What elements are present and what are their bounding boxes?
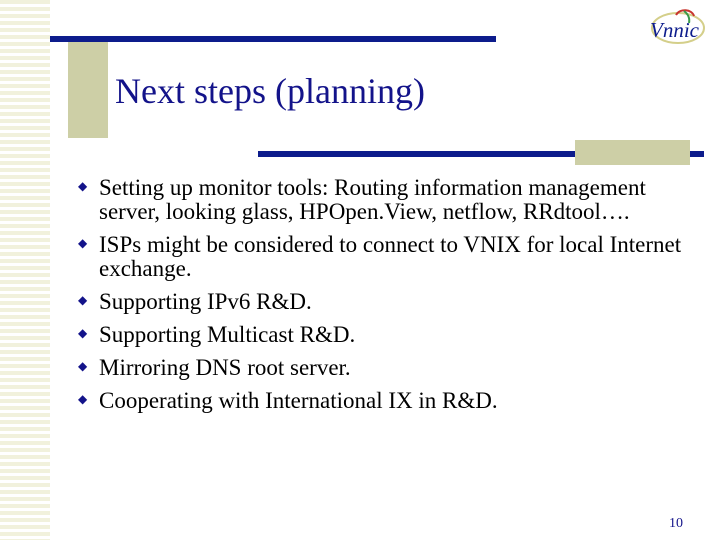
bullet-list: ◆ Setting up monitor tools: Routing info…	[78, 176, 703, 422]
bullet-item: ◆ ISPs might be considered to connect to…	[78, 233, 703, 281]
title-top-rule	[50, 36, 496, 42]
diamond-bullet-icon: ◆	[78, 236, 88, 250]
page-number: 10	[669, 516, 683, 531]
bullet-text: Mirroring DNS root server.	[99, 355, 351, 380]
bullet-item: ◆ Supporting IPv6 R&D.	[78, 290, 703, 314]
svg-text:Vnnic: Vnnic	[650, 18, 700, 42]
diamond-bullet-icon: ◆	[78, 293, 88, 307]
left-stripe-band	[0, 0, 50, 540]
slide-title: Next steps (planning)	[115, 71, 425, 111]
bullet-text: Supporting Multicast R&D.	[99, 322, 356, 347]
rule-accent-block	[575, 140, 690, 165]
bullet-item: ◆ Setting up monitor tools: Routing info…	[78, 176, 703, 224]
bullet-item: ◆ Cooperating with International IX in R…	[78, 389, 703, 413]
diamond-bullet-icon: ◆	[78, 359, 88, 373]
bullet-text: ISPs might be considered to connect to V…	[99, 232, 682, 281]
title-bottom-rule	[258, 151, 704, 157]
bullet-item: ◆ Mirroring DNS root server.	[78, 356, 703, 380]
bullet-text: Setting up monitor tools: Routing inform…	[99, 175, 646, 224]
diamond-bullet-icon: ◆	[78, 179, 88, 193]
title-accent-block	[68, 40, 108, 138]
bullet-text: Cooperating with International IX in R&D…	[99, 388, 498, 413]
diamond-bullet-icon: ◆	[78, 392, 88, 406]
vnnic-logo: Vnnic	[650, 9, 705, 44]
bullet-text: Supporting IPv6 R&D.	[99, 289, 312, 314]
diamond-bullet-icon: ◆	[78, 326, 88, 340]
bullet-item: ◆ Supporting Multicast R&D.	[78, 323, 703, 347]
